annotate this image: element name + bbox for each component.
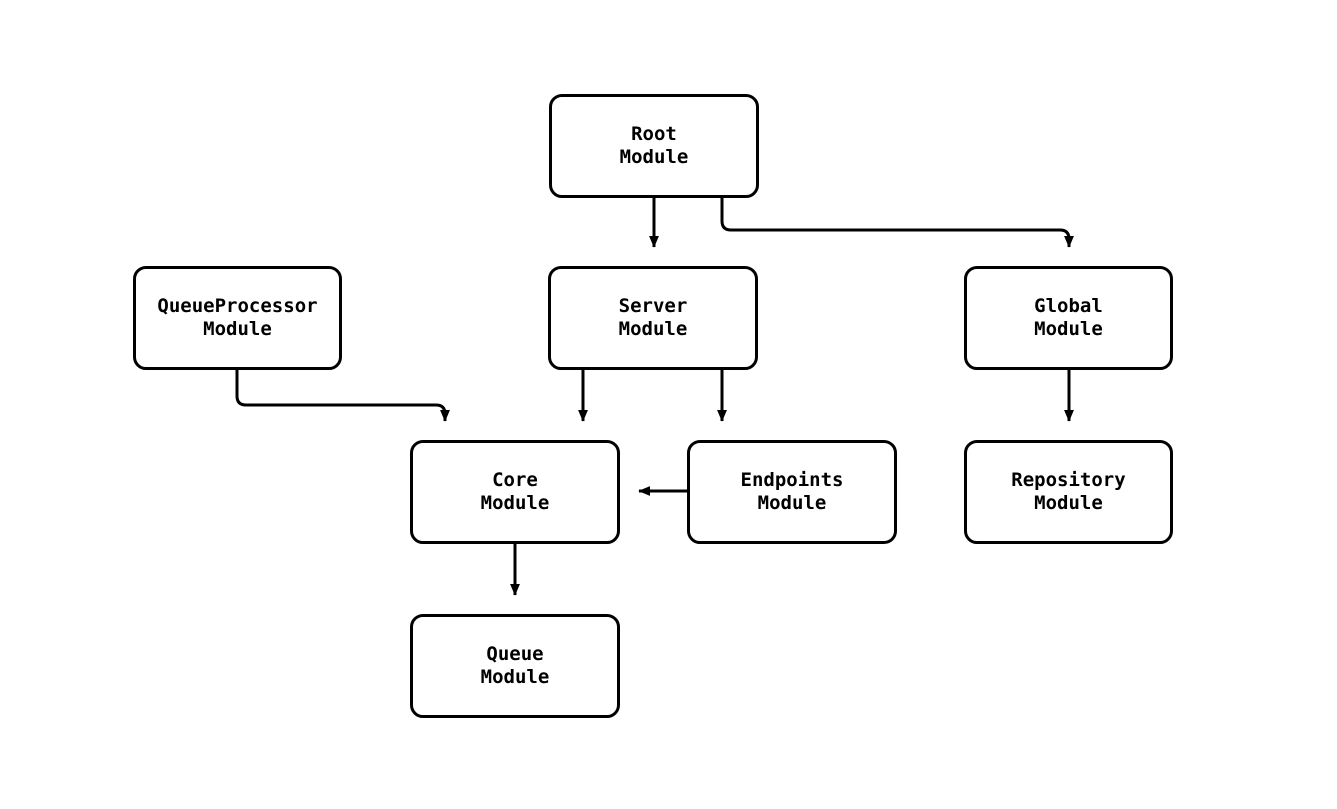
node-repository[interactable]: Repository Module [964, 440, 1173, 544]
node-global-subtitle: Module [1034, 318, 1103, 340]
node-root[interactable]: Root Module [549, 94, 759, 198]
node-global[interactable]: Global Module [964, 266, 1173, 370]
edge-queueprocessor-core [235, 370, 450, 422]
node-core[interactable]: Core Module [410, 440, 620, 544]
node-repository-subtitle: Module [1034, 492, 1103, 514]
node-queue-subtitle: Module [480, 666, 550, 688]
node-endpoints-subtitle: Module [757, 492, 827, 514]
node-repository-title: Repository [1011, 469, 1126, 491]
node-endpoints-title: Endpoints [740, 469, 844, 491]
node-global-title: Global [1034, 295, 1103, 317]
node-endpoints[interactable]: Endpoints Module [687, 440, 897, 544]
edge-root-global [720, 198, 1074, 248]
node-queueprocessor-title: QueueProcessor [157, 295, 318, 317]
edge-group [235, 198, 1074, 596]
node-root-subtitle: Module [619, 146, 689, 168]
node-queue[interactable]: Queue Module [410, 614, 620, 718]
node-core-subtitle: Module [480, 492, 550, 514]
node-queue-title: Queue [486, 643, 544, 665]
node-root-title: Root [631, 123, 677, 145]
node-queueprocessor-subtitle: Module [203, 318, 272, 340]
node-server[interactable]: Server Module [548, 266, 758, 370]
node-server-title: Server [618, 295, 688, 317]
node-server-subtitle: Module [618, 318, 688, 340]
node-queueprocessor[interactable]: QueueProcessor Module [133, 266, 342, 370]
node-core-title: Core [492, 469, 538, 491]
